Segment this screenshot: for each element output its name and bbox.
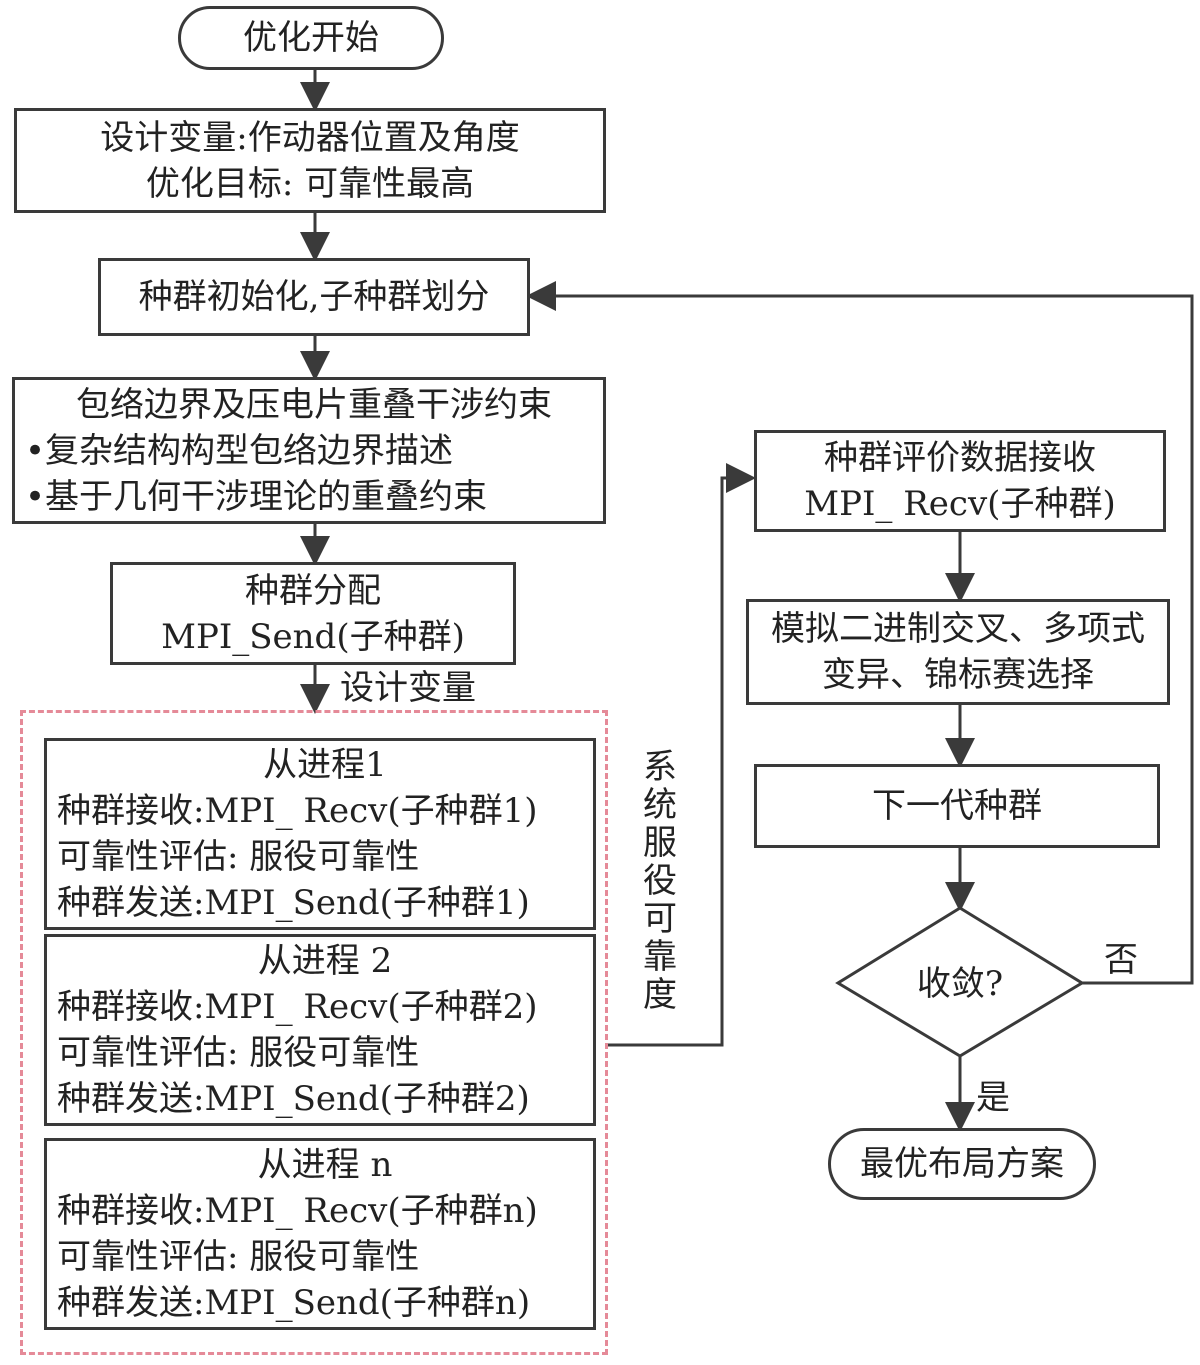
operators-line-2: 变异、锦标赛选择: [822, 655, 1094, 695]
distribute-node: 种群分配 MPI_Send(子种群): [110, 562, 516, 665]
design-line-2: 优化目标: 可靠性最高: [145, 163, 475, 204]
slave2-line-2: 种群接收:MPI_ Recv(子种群2): [57, 987, 538, 1027]
receive-line-2: MPI_ Recv(子种群): [804, 484, 1116, 524]
parallel-slaves-group: [20, 710, 608, 1355]
next-gen-label: 下一代种群: [872, 786, 1042, 826]
slaven-line-2: 种群接收:MPI_ Recv(子种群n): [57, 1191, 538, 1231]
start-node: 优化开始: [178, 6, 444, 70]
edge-slaves-receive: [608, 463, 756, 1047]
slaven-title: 从进程 n: [257, 1145, 393, 1185]
start-label: 优化开始: [243, 18, 379, 58]
slave2-title: 从进程 2: [257, 941, 393, 981]
design-vars-label: 设计变量: [340, 668, 476, 708]
constraint-node: 包络边界及压电片重叠干涉约束 •复杂结构构型包络边界描述 •基于几何干涉理论的重…: [12, 377, 606, 524]
design-line-1: 设计变量:作动器位置及角度: [100, 117, 520, 158]
slaven-line-3: 可靠性评估: 服役可靠性: [57, 1237, 420, 1277]
next-gen-node: 下一代种群: [754, 764, 1160, 848]
slave2-node: 从进程 2 种群接收:MPI_ Recv(子种群2) 可靠性评估: 服役可靠性 …: [44, 934, 596, 1126]
slave1-line-2: 种群接收:MPI_ Recv(子种群1): [57, 791, 538, 831]
constraint-line-2: •复杂结构构型包络边界描述: [25, 430, 454, 471]
system-reliability-label: 系统服役可靠度: [643, 747, 677, 1015]
result-node: 最优布局方案: [828, 1128, 1096, 1200]
slave1-line-4: 种群发送:MPI_Send(子种群1): [57, 883, 530, 923]
constraint-line-1: 包络边界及压电片重叠干涉约束: [76, 384, 552, 425]
receive-node: 种群评价数据接收 MPI_ Recv(子种群): [754, 430, 1166, 532]
init-label: 种群初始化,子种群划分: [138, 277, 490, 317]
edge-converge-init-loop: [526, 281, 1194, 985]
operators-node: 模拟二进制交叉、多项式 变异、锦标赛选择: [746, 599, 1170, 705]
result-label: 最优布局方案: [860, 1144, 1064, 1184]
slave2-line-3: 可靠性评估: 服役可靠性: [57, 1033, 420, 1073]
constraint-line-3: •基于几何干涉理论的重叠约束: [25, 476, 488, 517]
distribute-line-2: MPI_Send(子种群): [161, 616, 465, 657]
design-node: 设计变量:作动器位置及角度 优化目标: 可靠性最高: [14, 108, 606, 213]
converge-label: 收敛?: [916, 964, 1004, 1004]
yes-label: 是: [976, 1078, 1010, 1118]
slave1-title: 从进程1: [263, 745, 387, 785]
slave2-line-4: 种群发送:MPI_Send(子种群2): [57, 1079, 530, 1119]
slave1-node: 从进程1 种群接收:MPI_ Recv(子种群1) 可靠性评估: 服役可靠性 种…: [44, 738, 596, 930]
receive-line-1: 种群评价数据接收: [824, 438, 1096, 478]
slaven-line-4: 种群发送:MPI_Send(子种群n): [57, 1283, 531, 1323]
operators-line-1: 模拟二进制交叉、多项式: [771, 609, 1145, 649]
slave1-line-3: 可靠性评估: 服役可靠性: [57, 837, 420, 877]
no-label: 否: [1104, 940, 1138, 980]
slaven-node: 从进程 n 种群接收:MPI_ Recv(子种群n) 可靠性评估: 服役可靠性 …: [44, 1138, 596, 1330]
converge-diamond: [835, 906, 1085, 1058]
distribute-line-1: 种群分配: [245, 570, 381, 611]
init-node: 种群初始化,子种群划分: [98, 258, 530, 336]
